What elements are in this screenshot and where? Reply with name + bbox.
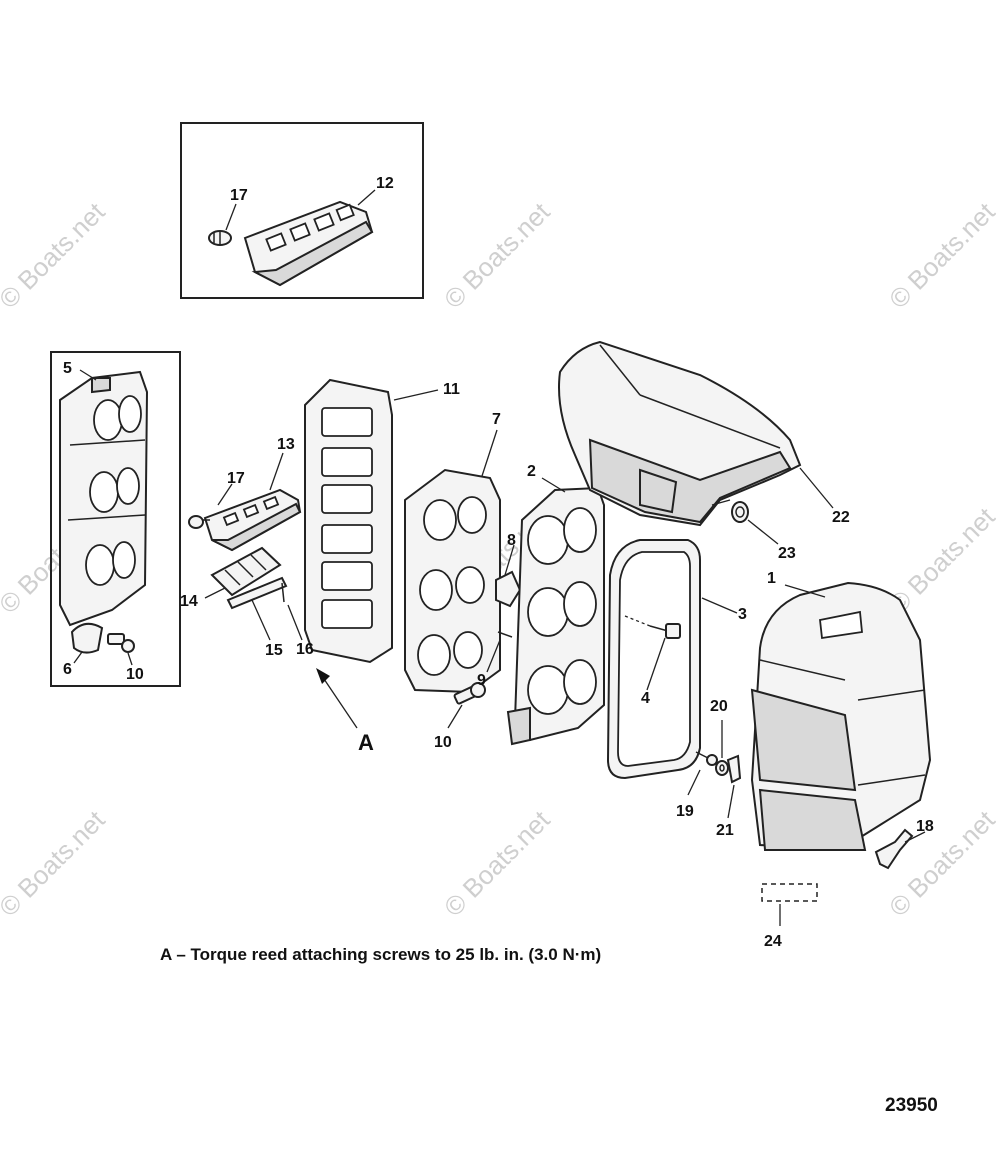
inset-box-housing [50,351,181,687]
leader-7 [481,429,498,477]
leader-19 [687,769,701,796]
leader-4 [646,637,666,691]
leader-17 [217,483,233,506]
leader-10 [447,704,463,729]
adapter-plate-7 [404,468,501,694]
plate-8 [495,570,522,608]
label-1: 1 [767,570,776,587]
watermark: © Boats.net [438,196,556,314]
reed-stop-15 [226,576,288,610]
label-2: 2 [527,463,536,480]
label-21: 21 [716,822,734,839]
label-3: 3 [738,606,747,623]
decal-24 [761,883,818,902]
label-18: 18 [916,818,934,835]
label-7: 7 [492,411,501,428]
label-17-inset: 17 [230,187,248,204]
label-20: 20 [710,698,728,715]
leader-3 [701,597,738,614]
label-9: 9 [477,672,486,689]
reed-block-12 [243,200,374,287]
intake-plate-2 [506,486,605,746]
label-19: 19 [676,803,694,820]
leader-18 [904,831,926,843]
bolt-4 [624,615,681,639]
callout-a: A [358,730,374,755]
label-23: 23 [778,545,796,562]
label-10: 10 [434,734,452,751]
leader-11 [393,389,439,401]
reed-petals-14 [210,546,282,597]
gasket-11 [304,378,393,664]
label-4: 4 [641,690,650,707]
cover-1 [750,581,932,852]
leader-5 [79,369,97,381]
leader-15 [251,599,271,641]
screw-16 [281,582,285,603]
label-12: 12 [376,175,394,192]
leader-22 [799,467,834,509]
leader-12 [357,189,376,206]
screw-19 [695,751,718,766]
label-11: 11 [443,381,460,398]
grommet-23 [731,501,749,523]
watermark: © Boats.net [0,804,111,922]
inset-box-reed-assembly [180,122,424,299]
label-6: 6 [63,661,72,678]
seal-3 [606,539,701,780]
reference-numbers: 17 12 5 6 10 11 13 17 7 2 8 14 15 16 9 1… [63,175,934,950]
label-16: 16 [296,641,314,658]
callout-arrow-a [316,668,358,729]
label-17: 17 [227,470,245,487]
screw-17-inset [208,230,232,246]
watermark: © Boats.net [883,196,997,314]
label-24: 24 [764,933,782,950]
leader-2 [541,477,566,493]
leader-10-inset [127,652,133,666]
leader-21 [727,784,735,819]
leader-9 [486,639,501,673]
clip-18 [874,828,914,870]
label-14: 14 [180,593,198,610]
torque-note: A – Torque reed attaching screws to 25 l… [160,945,601,964]
watermark: © Boats.net [883,804,997,922]
washer-20 [715,760,729,776]
screw-17 [188,515,210,529]
reed-housing-5 [59,370,149,627]
screw-10-inset [107,633,135,653]
silencer-cover-22 [558,340,802,527]
clip-21 [726,754,742,784]
leader-8 [504,544,515,576]
label-10-inset: 10 [126,666,144,683]
clip-6 [70,622,104,654]
leader-6 [73,651,83,664]
watermark: © Boats.net [0,196,111,314]
leader-1 [784,584,826,598]
watermark: © Boats.net [438,804,556,922]
leader-16 [287,604,303,641]
label-5: 5 [63,360,72,377]
reed-block-13 [203,488,302,552]
label-15: 15 [265,642,283,659]
leader-13 [269,452,284,491]
drawing-number: 23950 [885,1095,938,1116]
leader-23 [747,519,779,545]
pin-22 [711,499,731,506]
label-8: 8 [507,532,516,549]
screw-9 [497,631,513,638]
leader-17-inset [225,203,237,231]
label-13: 13 [277,436,295,453]
leader-14 [204,587,226,599]
label-22: 22 [832,509,850,526]
screw-10 [453,682,486,705]
